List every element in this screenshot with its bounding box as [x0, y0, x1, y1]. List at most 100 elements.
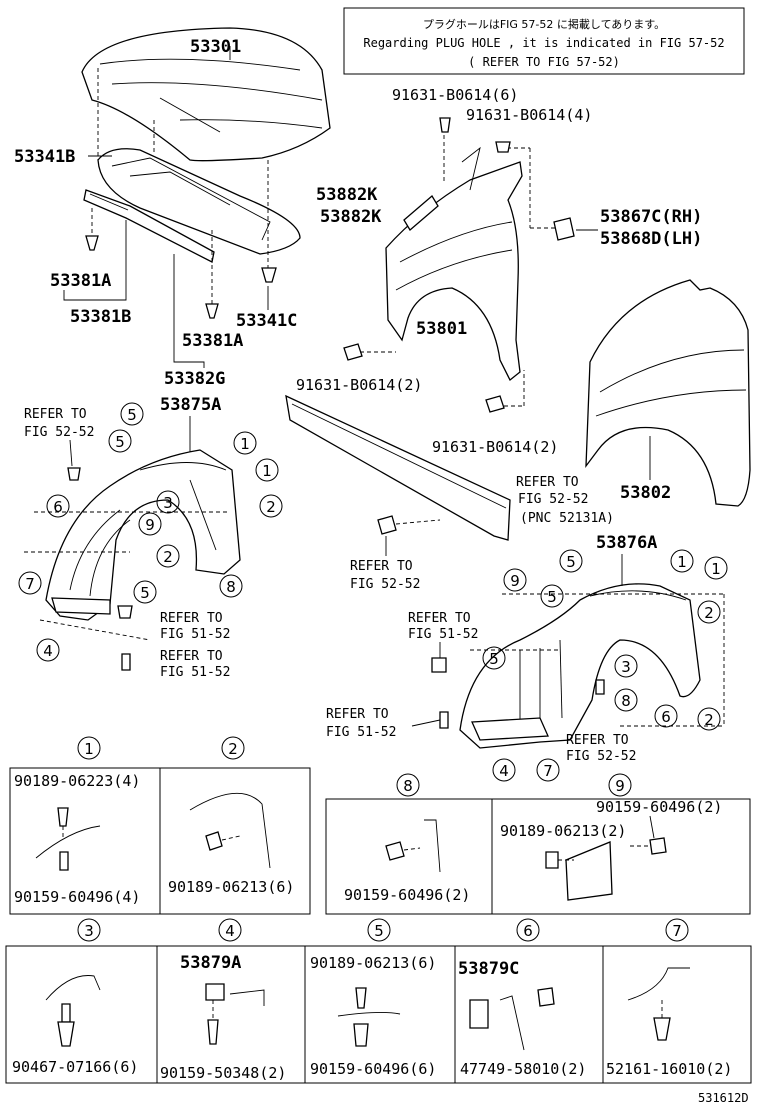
detail-4-part-90159-50348[interactable]: 90159-50348(2)	[160, 1064, 286, 1082]
svg-text:2: 2	[228, 740, 238, 758]
detail-5-part-90159-60496[interactable]: 90159-60496(6)	[310, 1060, 436, 1078]
svg-text:5: 5	[489, 650, 499, 668]
note-box: プラグホールはFIG 57-52 に掲載してあります。 Regarding PL…	[343, 7, 745, 75]
svg-text:6: 6	[661, 708, 671, 726]
detail-5-part-90189-06213[interactable]: 90189-06213(6)	[310, 954, 436, 972]
part-label-53802[interactable]: 53802	[620, 483, 671, 503]
detail-3-part-90467-07166[interactable]: 90467-07166(6)	[12, 1058, 138, 1076]
detail-6-part-53879c[interactable]: 53879C	[458, 959, 519, 979]
part-label-53801[interactable]: 53801	[416, 319, 467, 339]
detail-2-part-90189-06213[interactable]: 90189-06213(6)	[168, 878, 294, 896]
part-label-53875a[interactable]: 53875A	[160, 395, 221, 415]
svg-text:9: 9	[615, 777, 625, 795]
svg-text:8: 8	[621, 692, 631, 710]
svg-text:4: 4	[43, 642, 53, 660]
part-label-53341c[interactable]: 53341C	[236, 311, 297, 331]
right-liner-callouts: 9 5 5 1 1 2 5 3 8 6 2 4 7	[482, 549, 728, 782]
svg-text:3: 3	[621, 658, 631, 676]
detail-1-part-90159-60496[interactable]: 90159-60496(4)	[14, 888, 140, 906]
svg-text:4: 4	[225, 922, 235, 940]
note-line-2: Regarding PLUG HOLE , it is indicated in…	[363, 36, 724, 50]
bumper-reinforcement-drawing	[285, 394, 511, 541]
ref-fig-52-52-b-line2[interactable]: FIG 52-52	[350, 577, 420, 592]
svg-text:9: 9	[145, 516, 155, 534]
ref-fig-51-52-b-line1[interactable]: REFER TO	[160, 649, 223, 664]
ref-fig-52-52-d-line2[interactable]: FIG 52-52	[566, 749, 636, 764]
part-label-53867c-rh[interactable]: 53867C(RH)	[600, 207, 702, 227]
ref-fig-51-52-a-line2[interactable]: FIG 51-52	[160, 627, 230, 642]
svg-text:4: 4	[499, 762, 509, 780]
ref-fig-51-52-a-line1[interactable]: REFER TO	[160, 611, 223, 626]
svg-text:7: 7	[672, 922, 682, 940]
ref-fig-52-52-d-line1[interactable]: REFER TO	[566, 733, 629, 748]
fender-53801-drawing	[343, 117, 575, 413]
detail-7-part-52161-16010[interactable]: 52161-16010(2)	[606, 1060, 732, 1078]
part-label-53382g[interactable]: 53382G	[164, 369, 225, 389]
detail-7-drawing	[627, 967, 690, 1041]
svg-text:2: 2	[704, 711, 714, 729]
left-liner-callouts: 5 5 1 1 3 2 6 9 2 8 7 5 4	[18, 402, 283, 662]
svg-text:1: 1	[240, 435, 250, 453]
ref-fig-52-52-b-line1[interactable]: REFER TO	[350, 559, 413, 574]
part-label-91631-b0614-2-right[interactable]: 91631-B0614(2)	[432, 438, 558, 456]
svg-text:5: 5	[374, 922, 384, 940]
detail-6-drawing	[469, 987, 555, 1051]
ref-fig-51-52-d-line1[interactable]: REFER TO	[326, 707, 389, 722]
ref-fig-52-52-c-line2[interactable]: FIG 52-52	[24, 425, 94, 440]
part-label-91631-b0614-4[interactable]: 91631-B0614(4)	[466, 106, 592, 124]
part-label-91631-b0614-2-left[interactable]: 91631-B0614(2)	[296, 376, 422, 394]
svg-text:1: 1	[711, 560, 721, 578]
liner-53876a-drawing	[431, 583, 725, 749]
ref-fig-52-52-c-line1[interactable]: REFER TO	[24, 407, 87, 422]
detail-callouts-row2: 3 4 5 6 7	[77, 918, 689, 942]
svg-text:6: 6	[523, 922, 533, 940]
part-label-53301[interactable]: 53301	[190, 37, 241, 57]
part-label-53381a-2[interactable]: 53381A	[182, 331, 243, 351]
detail-1-part-90189-06223[interactable]: 90189-06223(4)	[14, 772, 140, 790]
detail-8-drawing	[385, 819, 441, 873]
ref-fig-51-52-d-line2[interactable]: FIG 51-52	[326, 725, 396, 740]
part-label-91631-b0614-6[interactable]: 91631-B0614(6)	[392, 86, 518, 104]
part-label-53381b[interactable]: 53381B	[70, 307, 131, 327]
ref-fig-51-52-b-line2[interactable]: FIG 51-52	[160, 665, 230, 680]
svg-text:2: 2	[266, 498, 276, 516]
detail-4-part-53879a[interactable]: 53879A	[180, 953, 241, 973]
part-label-53341b[interactable]: 53341B	[14, 147, 75, 167]
detail-4-drawing	[205, 983, 265, 1045]
ref-fig-51-52-c-line2[interactable]: FIG 51-52	[408, 627, 478, 642]
ref-fig-52-52-a-line2[interactable]: FIG 52-52	[518, 492, 588, 507]
part-label-53882k-1[interactable]: 53882K	[316, 185, 378, 205]
ref-fig-52-52-a-line1[interactable]: REFER TO	[516, 475, 579, 490]
svg-text:9: 9	[510, 572, 520, 590]
svg-text:5: 5	[566, 553, 576, 571]
part-label-53882k-2[interactable]: 53882K	[320, 207, 382, 227]
detail-1-drawing	[35, 807, 101, 871]
svg-text:5: 5	[547, 588, 557, 606]
note-line-3: ( REFER TO FIG 57-52)	[468, 55, 620, 69]
svg-text:8: 8	[403, 777, 413, 795]
detail-9-part-90159-60496[interactable]: 90159-60496(2)	[596, 798, 722, 816]
detail-box-3-7	[5, 945, 752, 1084]
figure-code: 531612D	[698, 1091, 749, 1105]
svg-text:2: 2	[163, 548, 173, 566]
detail-8-part-90159-60496[interactable]: 90159-60496(2)	[344, 886, 470, 904]
detail-6-part-47749-58010[interactable]: 47749-58010(2)	[460, 1060, 586, 1078]
detail-box-8-9	[325, 798, 751, 915]
ref-fig-51-52-c-line1[interactable]: REFER TO	[408, 611, 471, 626]
svg-text:1: 1	[677, 553, 687, 571]
svg-text:7: 7	[543, 762, 553, 780]
part-label-53876a[interactable]: 53876A	[596, 533, 657, 553]
svg-text:3: 3	[163, 494, 173, 512]
svg-text:8: 8	[226, 578, 236, 596]
part-label-53868d-lh[interactable]: 53868D(LH)	[600, 229, 702, 249]
svg-text:5: 5	[115, 433, 125, 451]
svg-text:1: 1	[262, 462, 272, 480]
svg-text:7: 7	[25, 575, 35, 593]
ref-pnc-52131a: (PNC 52131A)	[520, 511, 614, 526]
detail-9-part-90189-06213[interactable]: 90189-06213(2)	[500, 822, 626, 840]
detail-3-drawing	[45, 975, 101, 1047]
part-label-53381a-1[interactable]: 53381A	[50, 271, 111, 291]
svg-text:2: 2	[704, 604, 714, 622]
fender-53802-drawing	[585, 279, 751, 507]
